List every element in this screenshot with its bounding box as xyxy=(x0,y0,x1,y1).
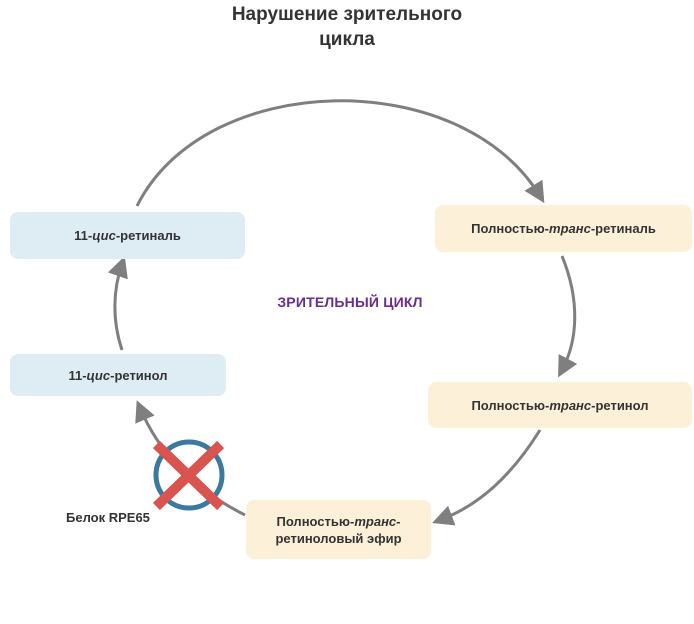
box-11-cis-retinal-label: 11-цис-ретиналь xyxy=(74,228,181,243)
box-all-trans-retinal: Полностью-транс-ретиналь xyxy=(435,205,692,252)
box-all-trans-retinol-label: Полностью-транс-ретинол xyxy=(471,397,649,413)
diagram-title: Нарушение зрительного цикла xyxy=(147,2,547,52)
box-11-cis-retinol: 11-цис-ретинол xyxy=(10,354,226,396)
arrow-right-lower xyxy=(432,429,542,526)
box-11-cis-retinal: 11-цис-ретиналь xyxy=(10,212,245,259)
visual-cycle-label: ЗРИТЕЛЬНЫЙ ЦИКЛ xyxy=(277,294,423,310)
title-line-2: цикла xyxy=(319,29,375,50)
arrow-bottom-left xyxy=(135,400,246,517)
arrow-left xyxy=(107,256,128,351)
arrow-top-arc xyxy=(135,99,545,207)
title-line-1: Нарушение зрительного xyxy=(231,4,463,25)
blocked-cross-icon xyxy=(152,439,225,511)
box-all-trans-retinyl-ester: Полностью-транс- ретиноловый эфир xyxy=(246,500,431,559)
box-all-trans-retinyl-ester-label: Полностью-транс- ретиноловый эфир xyxy=(275,513,402,546)
arrow-right-upper xyxy=(558,255,578,378)
box-all-trans-retinal-label: Полностью-транс-ретиналь xyxy=(471,221,656,236)
box-11-cis-retinol-label: 11-цис-ретинол xyxy=(68,367,168,383)
rpe65-label: Белок RPE65 xyxy=(66,510,150,525)
box-all-trans-retinol: Полностью-транс-ретинол xyxy=(428,382,692,428)
